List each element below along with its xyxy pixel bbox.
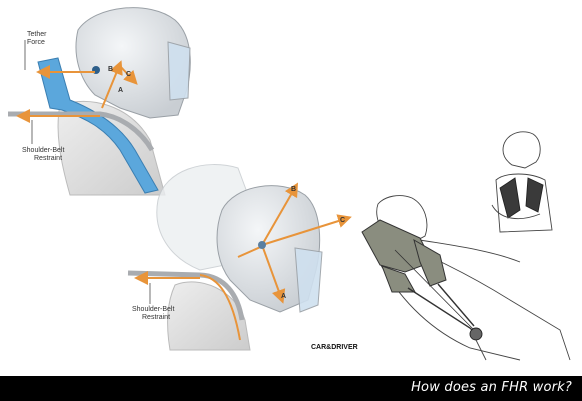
belt-strap-left <box>408 288 478 336</box>
torso-shape-2 <box>168 282 250 350</box>
small-figure-hans-left <box>500 178 520 218</box>
vector-c-label: C <box>126 71 131 78</box>
small-figure-helmet <box>503 132 540 168</box>
vector-a-label-2: A <box>281 293 286 300</box>
vector-b-label-2: B <box>291 186 296 193</box>
helmet-visor <box>168 42 190 100</box>
car-and-driver-logo: CAR&DRIVER <box>311 344 358 351</box>
caption-bar: How does an FHR work? <box>0 376 582 401</box>
small-figure-hans-right <box>526 178 543 212</box>
vector-a-label: A <box>118 87 123 94</box>
vector-b-label: B <box>108 66 113 73</box>
helmet-visor-2 <box>295 248 322 312</box>
line-drawing-driver <box>362 132 570 360</box>
vector-c-label-2: C <box>340 217 345 224</box>
tether-anchor-2 <box>258 241 266 249</box>
belt-buckle <box>470 328 482 340</box>
caption-text: How does an FHR work? <box>411 380 572 395</box>
